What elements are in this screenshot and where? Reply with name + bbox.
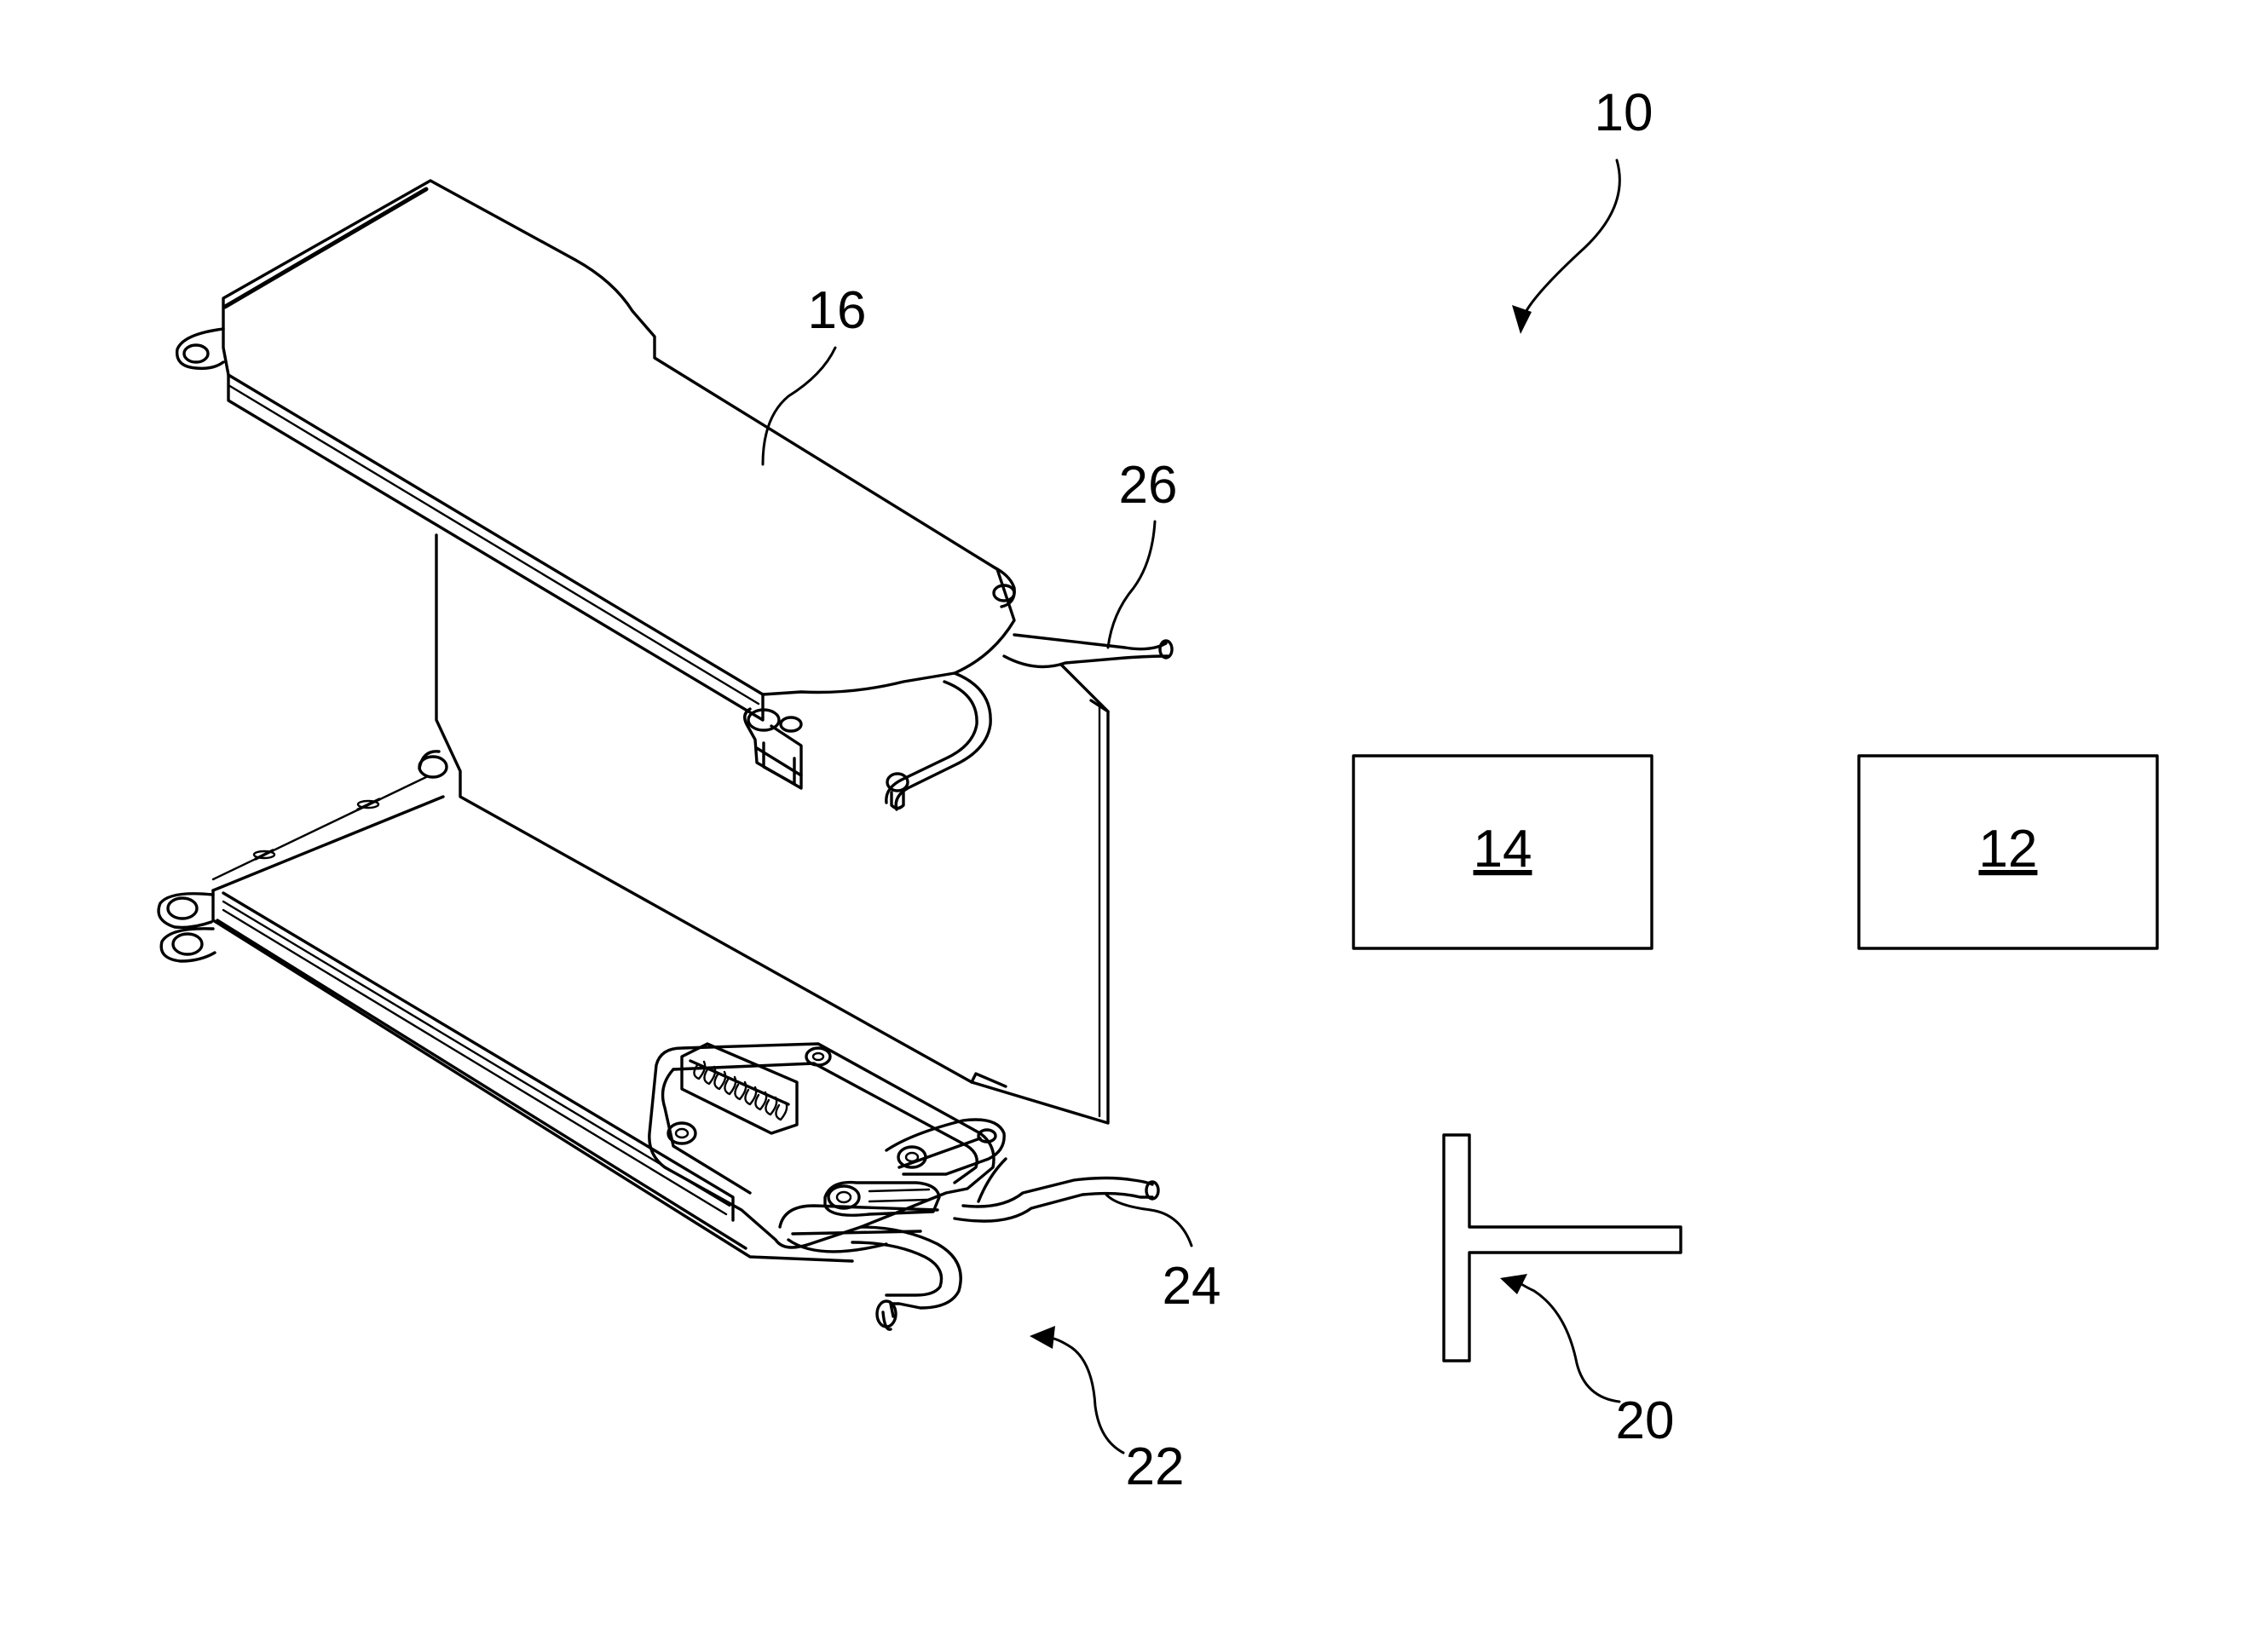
label-12: 12 (1979, 820, 2038, 878)
lower-connector-rod (955, 1159, 1158, 1221)
leader-20 (1517, 1281, 1619, 1402)
label-14: 14 (1474, 820, 1532, 878)
label-10: 10 (1595, 84, 1653, 142)
cable (213, 777, 426, 879)
block-14: 14 (1353, 756, 1652, 948)
label-24: 24 (1163, 1257, 1221, 1316)
upper-release-handle (886, 673, 990, 809)
lower-release-handle (852, 1227, 961, 1329)
block-12: 12 (1859, 756, 2157, 948)
leader-22 (1048, 1338, 1123, 1453)
seat-track-assembly (159, 181, 1172, 1329)
leader-26 (1108, 521, 1155, 648)
label-16: 16 (808, 281, 867, 340)
label-26: 26 (1119, 456, 1178, 515)
upper-rail (177, 181, 1015, 788)
leader-24 (1106, 1195, 1192, 1246)
leader-10 (1524, 160, 1619, 315)
t-component (1444, 1135, 1681, 1361)
reference-numerals: 10 16 26 24 20 22 (808, 84, 1675, 1496)
upper-connector-rod (1004, 635, 1172, 711)
label-20: 20 (1616, 1391, 1675, 1450)
arrowhead-22 (1030, 1326, 1055, 1349)
label-22: 22 (1126, 1437, 1185, 1496)
side-panel (419, 535, 1108, 1123)
